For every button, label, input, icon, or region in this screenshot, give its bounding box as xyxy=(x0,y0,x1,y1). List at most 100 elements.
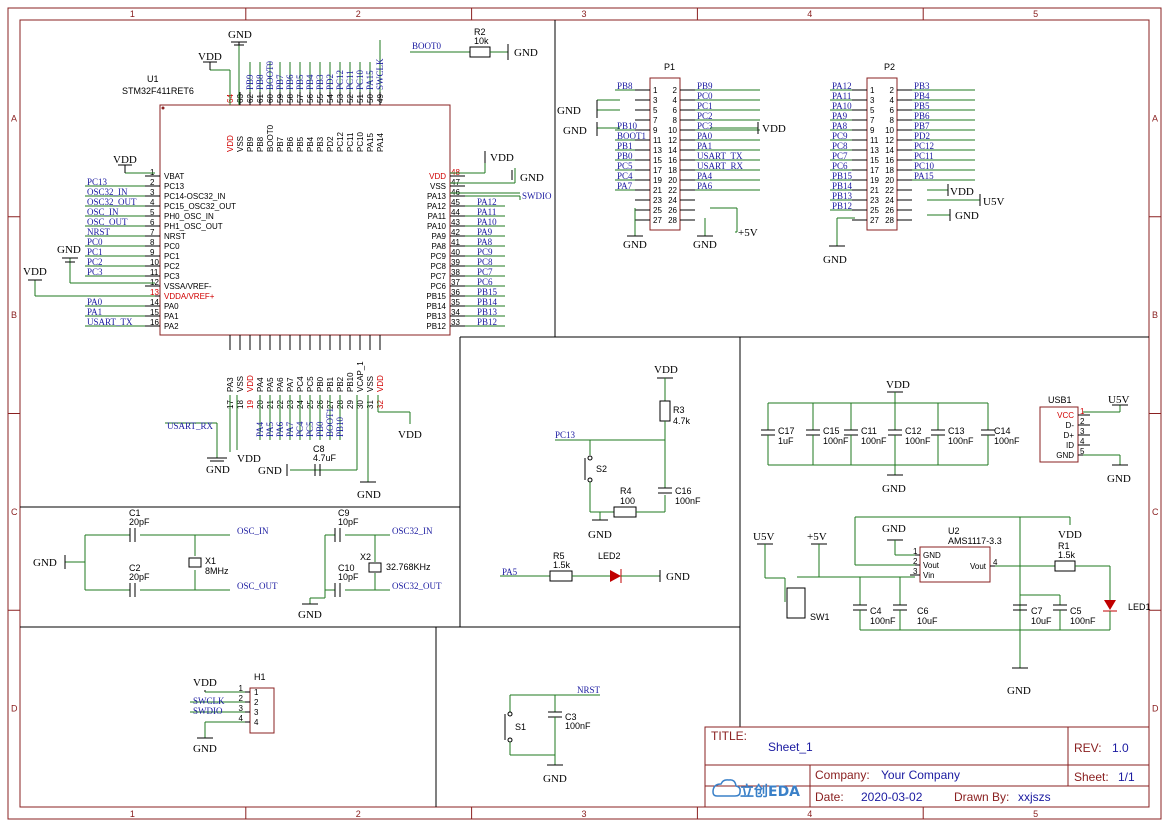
mcu-pin-name: PC15_OSC32_OUT xyxy=(164,202,236,211)
mcu-pin-name: PC7 xyxy=(430,272,446,281)
mcu-net-label: OSC_IN xyxy=(87,207,119,217)
company-value: Your Company xyxy=(881,768,960,782)
mcu-pin-number: 43 xyxy=(451,218,460,227)
mcu-pin-number: 33 xyxy=(451,318,460,327)
header-p2[interactable]: P2 1PA123PA115PA107PA99PA811PC913PC815PC… xyxy=(823,62,1004,266)
mcu-pin-number: 6 xyxy=(150,218,155,227)
mcu-pin-name: PB5 xyxy=(296,136,305,152)
x1-crystal[interactable] xyxy=(188,557,202,568)
mcu-net-label: PA8 xyxy=(477,237,493,247)
mcu-pin-number: 8 xyxy=(150,238,155,247)
usb-pin-name: D+ xyxy=(1064,431,1075,440)
header-pin-number: 8 xyxy=(673,116,678,125)
x2-ref: X2 xyxy=(360,552,371,562)
mcu-pin-number: 35 xyxy=(451,298,460,307)
grid-row-label: C xyxy=(11,507,18,517)
h1-pin-number: 4 xyxy=(239,714,244,723)
gnd-label: GND xyxy=(543,773,567,785)
header-net-label: PA15 xyxy=(914,171,934,181)
u2-regulator[interactable] xyxy=(919,546,991,583)
mcu-pin-number: 63 xyxy=(236,94,245,103)
r2-resistor[interactable] xyxy=(469,46,491,58)
vdd-label: VDD xyxy=(762,123,786,135)
r5-resistor[interactable] xyxy=(549,570,573,582)
mcu-pin-name: PC2 xyxy=(164,262,180,271)
gnd-label: GND xyxy=(57,244,81,256)
mcu-pin-number: 45 xyxy=(451,198,460,207)
header-pin-number: 16 xyxy=(885,156,894,165)
mcu-pin-name: VSS xyxy=(236,136,245,152)
h1-header[interactable] xyxy=(249,687,275,734)
grid-col-label: 3 xyxy=(582,809,587,819)
header-pin-number: 7 xyxy=(653,116,658,125)
r4-resistor[interactable] xyxy=(613,506,637,518)
header-net-label: PC3 xyxy=(697,121,713,131)
title-label: TITLE: xyxy=(711,729,747,743)
mcu-pin-name: PB15 xyxy=(426,292,446,301)
header-net-label: PD2 xyxy=(914,131,930,141)
h1-pin-number: 2 xyxy=(239,694,244,703)
mcu-pin-number: 44 xyxy=(451,208,460,217)
mcu-pin-name: VBAT xyxy=(164,172,184,181)
mcu-net-label: PC0 xyxy=(87,237,103,247)
decoupling-cap-value: 100nF xyxy=(994,436,1020,446)
mcu-pin-number: 54 xyxy=(326,94,335,103)
vdd-label: VDD xyxy=(398,429,422,441)
r3-resistor[interactable] xyxy=(659,400,671,422)
header-pin-number: 15 xyxy=(653,156,662,165)
mcu-net-label: PD2 xyxy=(325,74,335,90)
mcu-pin-number: 19 xyxy=(246,400,255,409)
mcu-pin-name: PA15 xyxy=(366,132,375,152)
header-p1[interactable]: P1 1PB83579PB1011BOOT113PB115PB017PC519P… xyxy=(557,62,786,251)
mcu-pin-number: 42 xyxy=(451,228,460,237)
gnd-label: GND xyxy=(1007,685,1031,697)
mcu-net-label: PA1 xyxy=(87,307,102,317)
header-net-label: PA11 xyxy=(832,91,851,101)
usart-rx-net: USART_RX xyxy=(167,421,213,431)
mcu-pin-name: PB1 xyxy=(326,376,335,392)
header-pin-number: 16 xyxy=(668,156,677,165)
user-button-section: VDD R3 4.7k PC13 S2 R4 100 C16 100nF GND… xyxy=(500,364,701,583)
mcu-pin-name: PB12 xyxy=(426,322,446,331)
header-pin-number: 27 xyxy=(653,216,662,225)
mcu-pin-number: 62 xyxy=(246,94,255,103)
mcu-pin-name: PD2 xyxy=(326,136,335,152)
c5-value: 100nF xyxy=(1070,616,1096,626)
mcu-pin-name: VDD xyxy=(226,135,235,152)
c8-ref: C8 xyxy=(313,444,325,454)
mcu-pin-number: 11 xyxy=(150,268,159,277)
boot0-circuit: BOOT0 R2 10k GND xyxy=(410,27,538,60)
usb1-connector[interactable] xyxy=(1039,406,1079,463)
c10-ref: C10 xyxy=(338,563,355,573)
mcu-net-label: PC12 xyxy=(335,70,345,90)
mcu-pin-number: 50 xyxy=(366,94,375,103)
mcu-net-label: PA11 xyxy=(477,207,496,217)
gnd-label: GND xyxy=(563,125,587,137)
osc32-in-net: OSC32_IN xyxy=(392,526,433,536)
mcu-pin-name: VDDA/VREF+ xyxy=(164,292,215,301)
sw1-ref: SW1 xyxy=(810,612,830,622)
gnd-label: GND xyxy=(520,172,544,184)
led1-diode[interactable] xyxy=(1104,600,1116,610)
mcu-pin-name: PA14 xyxy=(376,132,385,152)
header-pin-number: 20 xyxy=(668,176,677,185)
led2-diode[interactable] xyxy=(610,570,621,582)
header-pin-number: 4 xyxy=(673,96,678,105)
header-net-label: PA1 xyxy=(697,141,712,151)
osc32-out-net: OSC32_OUT xyxy=(392,581,442,591)
usb1-ref: USB1 xyxy=(1048,395,1072,405)
osc-out-net: OSC_OUT xyxy=(237,581,278,591)
mcu-pin-number: 10 xyxy=(150,258,159,267)
mcu-pin-number: 57 xyxy=(296,94,305,103)
header-net-label: PB7 xyxy=(914,121,930,131)
header-pin-number: 5 xyxy=(870,106,875,115)
x2-crystal[interactable] xyxy=(368,562,382,573)
r1-resistor[interactable] xyxy=(1054,560,1076,572)
mcu-pin-name: PH0_OSC_IN xyxy=(164,212,214,221)
usb-pin-number: 4 xyxy=(1080,437,1085,446)
mcu-pin-name: PB9 xyxy=(246,136,255,152)
sw1-switch[interactable] xyxy=(786,587,806,619)
mcu-pin-name: VSS xyxy=(236,376,245,392)
